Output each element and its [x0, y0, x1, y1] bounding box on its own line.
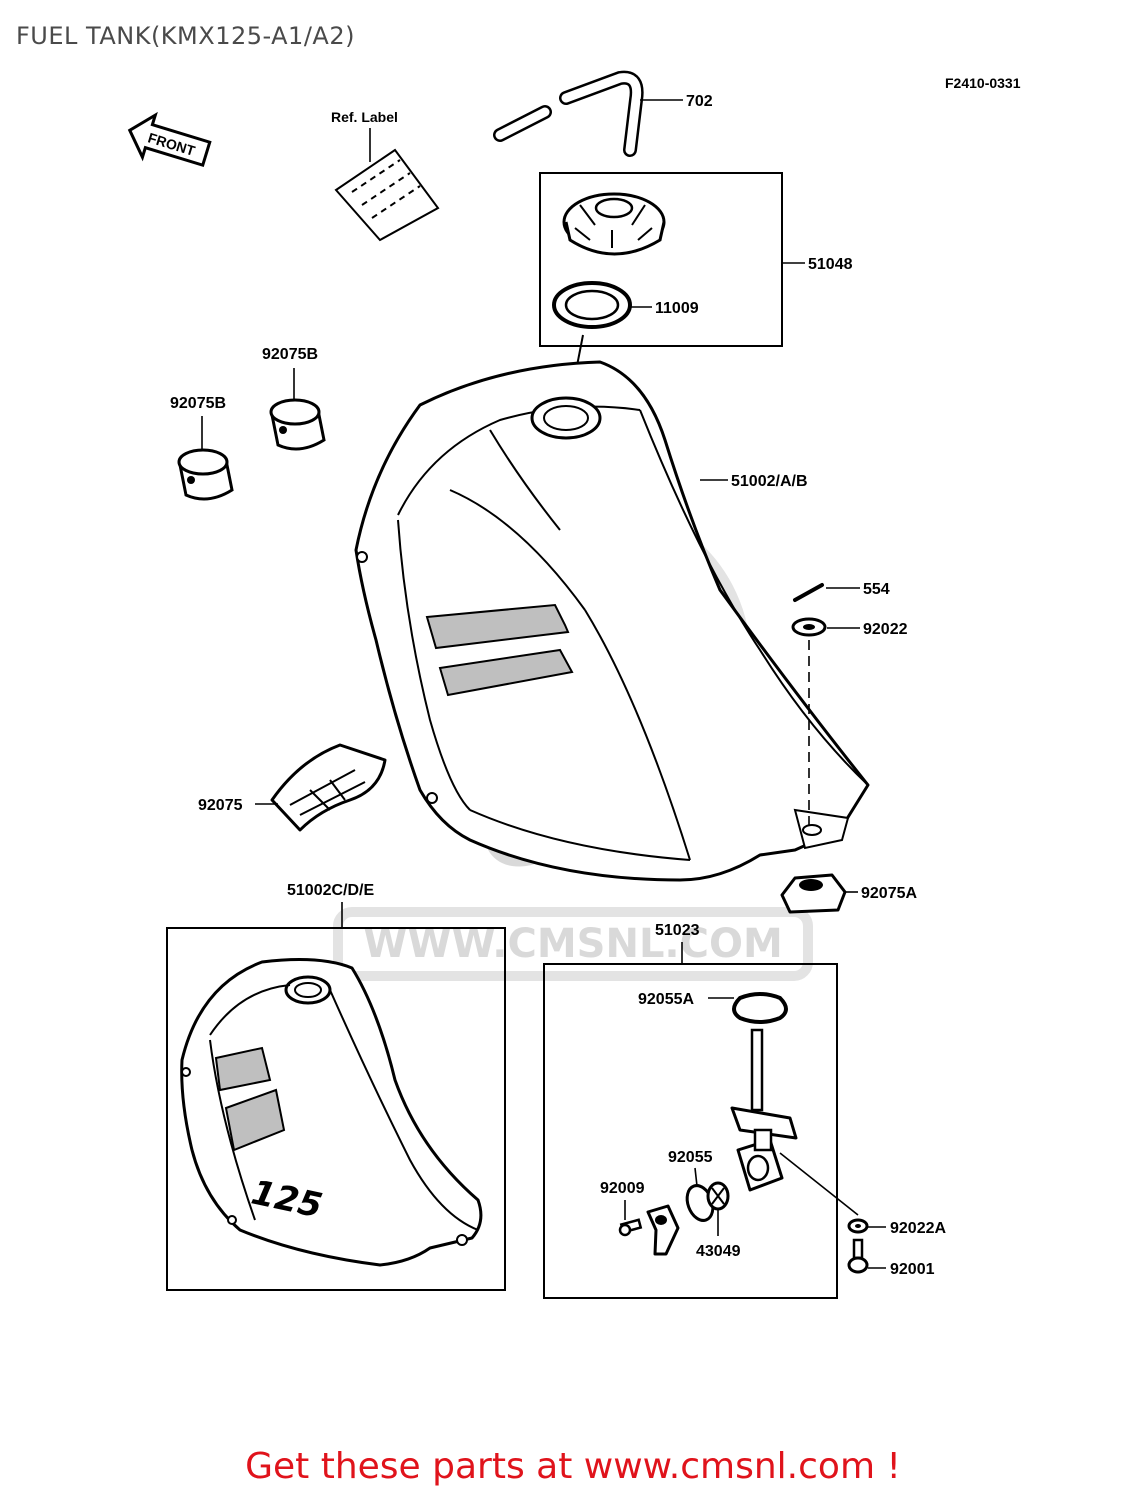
- callout-92022: 92022: [863, 621, 908, 638]
- cap-assembly-51048: 51048 11009: [539, 172, 853, 347]
- callout-554: 554: [863, 581, 890, 598]
- tank-variant-51002cde: 51002C/D/E 125: [166, 882, 506, 1291]
- washer-92022: 92022: [791, 617, 908, 638]
- page-title: FUEL TANK(KMX125-A1/A2): [16, 22, 355, 50]
- rubber-92075a: 92075A: [780, 873, 917, 914]
- callout-92075b-upper: 92075B: [262, 346, 318, 363]
- figure-code: F2410-0331: [945, 75, 1021, 91]
- bolt-92001: 92001: [847, 1238, 935, 1278]
- callout-92075b-lower: 92075B: [170, 395, 226, 412]
- callout-92022a: 92022A: [890, 1220, 946, 1237]
- callout-92075a: 92075A: [861, 885, 917, 902]
- callout-51048: 51048: [808, 256, 853, 273]
- footer-link[interactable]: Get these parts at www.cmsnl.com !: [245, 1446, 901, 1487]
- breather-hose-702: 702: [493, 70, 713, 157]
- fuel-tank-51002: 51002/A/B: [354, 360, 870, 882]
- callout-11009: 11009: [655, 300, 699, 317]
- callout-702: 702: [686, 93, 713, 110]
- callout-92009: 92009: [600, 1180, 645, 1197]
- callout-92055a: 92055A: [638, 991, 694, 1008]
- callout-51023: 51023: [655, 922, 700, 939]
- damper-92075b-b: 92075B: [170, 395, 234, 501]
- washer-92022a: 92022A: [847, 1218, 946, 1237]
- clip-554: 554: [793, 581, 890, 602]
- callout-92055: 92055: [668, 1149, 713, 1166]
- callout-43049: 43049: [696, 1243, 741, 1260]
- pad-92075: 92075: [198, 743, 387, 832]
- ref-label-sticker: Ref. Label: [331, 109, 440, 242]
- callout-51002-a-b: 51002/A/B: [731, 473, 808, 490]
- ref-label-text: Ref. Label: [331, 109, 398, 125]
- front-arrow-icon: FRONT: [127, 111, 212, 168]
- fuel-cock-51023: 51023 92055A 92055 43049 92009: [543, 922, 859, 1299]
- callout-92075: 92075: [198, 797, 243, 814]
- callout-92001: 92001: [890, 1261, 935, 1278]
- damper-92075b-a: 92075B: [262, 346, 326, 451]
- callout-51002c-d-e: 51002C/D/E: [287, 882, 374, 899]
